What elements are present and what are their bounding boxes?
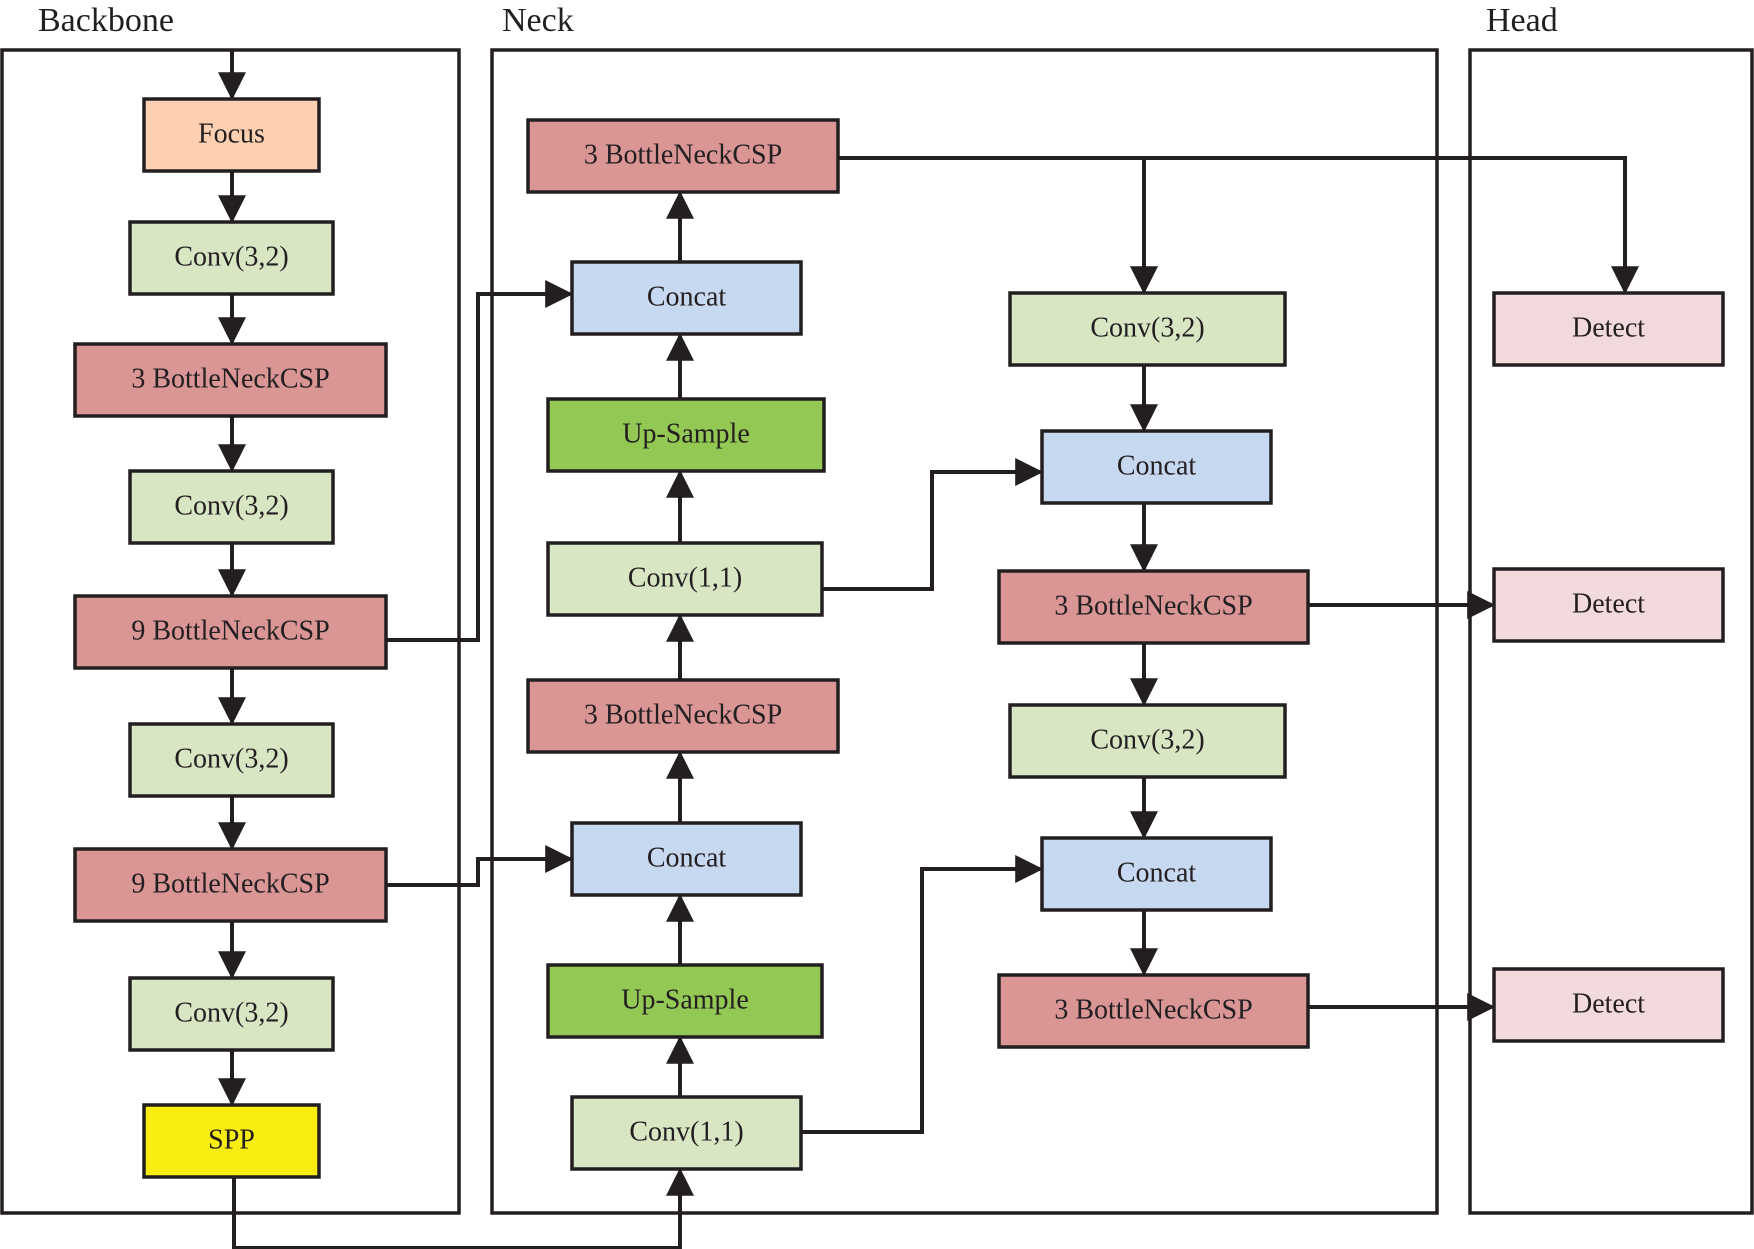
node-b_csp1: 3 BottleNeckCSP xyxy=(73,342,388,418)
neck-label: Neck xyxy=(502,2,574,39)
node-box-r_csp1 xyxy=(997,569,1310,645)
node-label-b_csp1: 3 BottleNeckCSP xyxy=(131,363,329,394)
node-n_concat1: Concat xyxy=(570,260,803,336)
node-label-r_conv2: Conv(3,2) xyxy=(1090,724,1204,755)
edge-n_conv11a-to-r_concat1 xyxy=(822,458,1044,591)
head-label: Head xyxy=(1486,2,1558,39)
node-n_csp_top: 3 BottleNeckCSP xyxy=(526,118,840,194)
node-label-b_csp3: 9 BottleNeckCSP xyxy=(131,868,329,899)
node-label-b_spp: SPP xyxy=(208,1124,255,1155)
node-b_focus: Focus xyxy=(142,97,321,173)
node-label-n_csp_mid: 3 BottleNeckCSP xyxy=(584,699,782,730)
edge-b_csp2-to-n_concat1 xyxy=(386,280,574,642)
node-box-b_csp1 xyxy=(73,342,388,418)
node-b_csp3: 9 BottleNeckCSP xyxy=(73,847,388,923)
edge-n_conv11b-to-r_concat2 xyxy=(801,855,1044,1134)
node-box-r_concat2 xyxy=(1040,836,1273,912)
node-label-h_detect2: Detect xyxy=(1572,588,1645,619)
node-box-n_conv11a xyxy=(546,541,824,617)
node-box-b_spp xyxy=(142,1103,321,1179)
node-label-r_conv1: Conv(3,2) xyxy=(1090,312,1204,343)
node-label-h_detect3: Detect xyxy=(1572,988,1645,1019)
node-box-h_detect3 xyxy=(1492,967,1725,1043)
node-box-r_concat1 xyxy=(1040,429,1273,505)
node-label-n_csp_top: 3 BottleNeckCSP xyxy=(584,139,782,170)
edge-n_csp_top-to-h_detect1 xyxy=(838,156,1639,295)
neck-panel xyxy=(490,48,1439,1215)
node-r_csp2: 3 BottleNeckCSP xyxy=(997,973,1310,1049)
node-box-n_up1 xyxy=(546,397,826,473)
node-label-n_concat2: Concat xyxy=(647,842,727,873)
node-b_csp2: 9 BottleNeckCSP xyxy=(73,594,388,670)
backbone-label: Backbone xyxy=(38,2,174,39)
node-box-b_csp3 xyxy=(73,847,388,923)
node-label-r_concat2: Concat xyxy=(1117,857,1197,888)
node-box-r_conv1 xyxy=(1008,291,1287,367)
head-panel xyxy=(1468,48,1754,1215)
node-r_conv2: Conv(3,2) xyxy=(1008,703,1287,779)
node-box-n_up2 xyxy=(546,963,824,1039)
node-box-b_focus xyxy=(142,97,321,173)
node-label-n_up1: Up-Sample xyxy=(622,418,750,449)
node-box-n_concat2 xyxy=(570,821,803,897)
node-box-b_conv3 xyxy=(128,722,335,798)
node-b_conv1: Conv(3,2) xyxy=(128,220,335,296)
node-box-r_csp2 xyxy=(997,973,1310,1049)
node-label-b_csp2: 9 BottleNeckCSP xyxy=(131,615,329,646)
node-b_spp: SPP xyxy=(142,1103,321,1179)
node-label-n_up2: Up-Sample xyxy=(621,984,749,1015)
node-h_detect3: Detect xyxy=(1492,967,1725,1043)
node-label-n_concat1: Concat xyxy=(647,281,727,312)
node-box-b_conv2 xyxy=(128,469,335,545)
node-r_concat2: Concat xyxy=(1040,836,1273,912)
node-label-b_conv3: Conv(3,2) xyxy=(174,743,288,774)
node-r_csp1: 3 BottleNeckCSP xyxy=(997,569,1310,645)
node-box-b_csp2 xyxy=(73,594,388,670)
node-label-b_conv4: Conv(3,2) xyxy=(174,997,288,1028)
node-n_up2: Up-Sample xyxy=(546,963,824,1039)
node-n_conv11b: Conv(1,1) xyxy=(570,1095,803,1171)
node-box-n_conv11b xyxy=(570,1095,803,1171)
node-label-b_conv1: Conv(3,2) xyxy=(174,241,288,272)
node-label-h_detect1: Detect xyxy=(1572,312,1645,343)
node-box-h_detect1 xyxy=(1492,291,1725,367)
node-b_conv3: Conv(3,2) xyxy=(128,722,335,798)
node-box-n_csp_mid xyxy=(526,678,840,754)
node-h_detect1: Detect xyxy=(1492,291,1725,367)
node-n_conv11a: Conv(1,1) xyxy=(546,541,824,617)
edges-layer xyxy=(218,50,1639,1249)
node-n_csp_mid: 3 BottleNeckCSP xyxy=(526,678,840,754)
node-box-b_conv4 xyxy=(128,976,335,1052)
node-label-b_conv2: Conv(3,2) xyxy=(174,490,288,521)
node-label-b_focus: Focus xyxy=(198,118,265,149)
node-h_detect2: Detect xyxy=(1492,567,1725,643)
edge-b_spp-to-n_conv11b xyxy=(232,1167,694,1249)
node-label-r_csp1: 3 BottleNeckCSP xyxy=(1054,590,1252,621)
node-box-n_concat1 xyxy=(570,260,803,336)
node-box-b_conv1 xyxy=(128,220,335,296)
node-r_conv1: Conv(3,2) xyxy=(1008,291,1287,367)
node-label-n_conv11a: Conv(1,1) xyxy=(628,562,742,593)
node-label-r_concat1: Concat xyxy=(1117,450,1197,481)
node-n_concat2: Concat xyxy=(570,821,803,897)
node-box-r_conv2 xyxy=(1008,703,1287,779)
node-b_conv4: Conv(3,2) xyxy=(128,976,335,1052)
node-label-n_conv11b: Conv(1,1) xyxy=(629,1116,743,1147)
node-n_up1: Up-Sample xyxy=(546,397,826,473)
node-box-h_detect2 xyxy=(1492,567,1725,643)
node-label-r_csp2: 3 BottleNeckCSP xyxy=(1054,994,1252,1025)
edge-b_csp3-to-n_concat2 xyxy=(386,845,574,887)
node-box-n_csp_top xyxy=(526,118,840,194)
node-b_conv2: Conv(3,2) xyxy=(128,469,335,545)
node-r_concat1: Concat xyxy=(1040,429,1273,505)
